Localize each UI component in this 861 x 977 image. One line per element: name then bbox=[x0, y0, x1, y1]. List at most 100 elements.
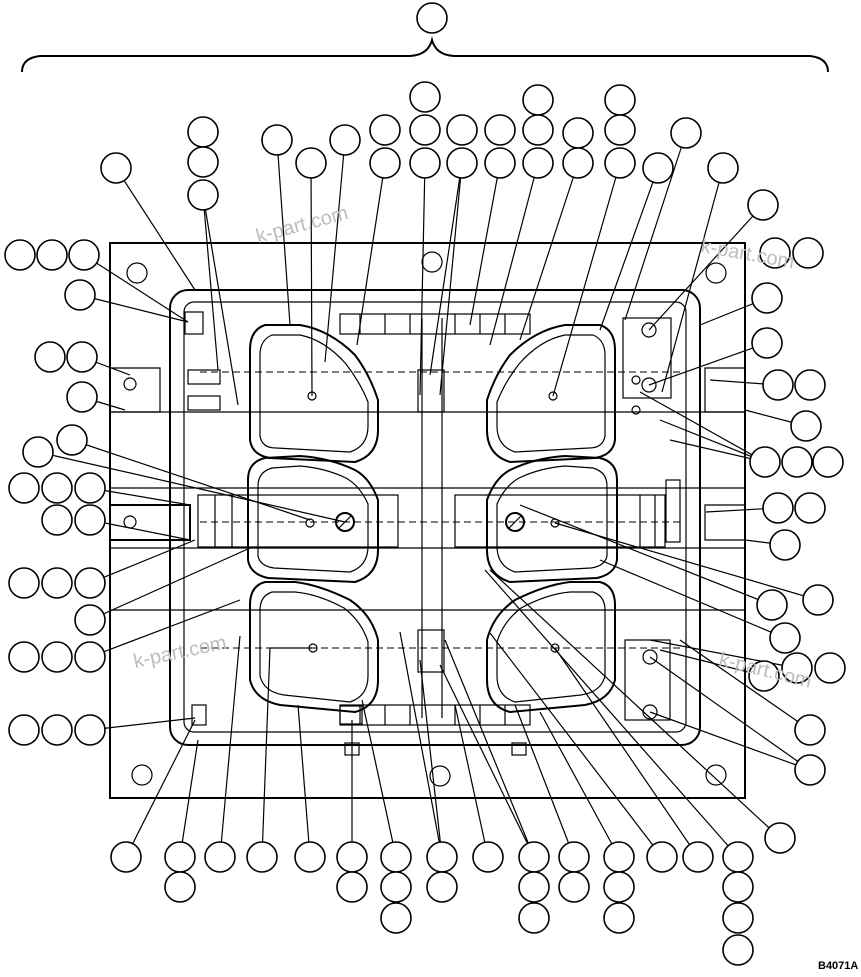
plate-hole-tc bbox=[421, 251, 443, 273]
callout-balloon bbox=[295, 147, 327, 179]
leader-line bbox=[669, 439, 766, 463]
leader-line bbox=[89, 717, 196, 731]
callout-balloon bbox=[749, 446, 781, 478]
callout-balloon bbox=[36, 239, 68, 271]
leader-line bbox=[599, 559, 786, 639]
center-connector-lower bbox=[417, 629, 445, 673]
leader-line bbox=[514, 704, 575, 858]
callout-balloon bbox=[790, 410, 822, 442]
callout-balloon bbox=[518, 841, 550, 873]
leader-line bbox=[648, 204, 764, 331]
callout-balloon bbox=[8, 641, 40, 673]
leader-line bbox=[429, 162, 463, 376]
callout-balloon bbox=[751, 327, 783, 359]
leader-line bbox=[439, 162, 463, 396]
plate-hole-br bbox=[705, 764, 727, 786]
plate-hole-bl bbox=[131, 764, 153, 786]
leader-line bbox=[89, 547, 251, 621]
leader-line bbox=[179, 739, 199, 858]
callout-balloon bbox=[369, 114, 401, 146]
callout-balloon bbox=[56, 424, 88, 456]
cell-left-top bbox=[249, 324, 379, 464]
callout-balloon bbox=[603, 841, 635, 873]
callout-balloon bbox=[603, 902, 635, 934]
callout-balloon bbox=[164, 871, 196, 903]
callout-balloon bbox=[642, 152, 674, 184]
callout-balloon bbox=[759, 237, 791, 269]
leader-line bbox=[83, 254, 189, 323]
callout-balloon bbox=[722, 841, 754, 873]
leader-line bbox=[469, 162, 501, 326]
callout-balloon bbox=[261, 124, 293, 156]
terminal-lug-left bbox=[110, 504, 191, 541]
callout-balloon bbox=[792, 237, 824, 269]
callout-balloon bbox=[64, 279, 96, 311]
callout-balloon bbox=[794, 714, 826, 746]
callout-balloon bbox=[762, 492, 794, 524]
callout-balloon bbox=[294, 841, 326, 873]
callout-balloon bbox=[751, 282, 783, 314]
callout-balloon bbox=[8, 567, 40, 599]
figure-code: B4071A bbox=[818, 960, 858, 972]
callout-balloon bbox=[74, 472, 106, 504]
bus-bar-left bbox=[197, 494, 399, 548]
callout-balloon bbox=[769, 529, 801, 561]
callout-balloon bbox=[604, 147, 636, 179]
leader-line bbox=[519, 504, 773, 606]
leader-line bbox=[624, 132, 687, 321]
watermark-3: k-part.com bbox=[131, 632, 228, 673]
leader-line bbox=[125, 719, 196, 858]
callout-balloon bbox=[41, 567, 73, 599]
callout-balloon bbox=[22, 436, 54, 468]
callout-balloon bbox=[426, 841, 458, 873]
callout-balloon bbox=[380, 871, 412, 903]
callout-balloon bbox=[764, 822, 796, 854]
bus-bar-right bbox=[454, 494, 666, 548]
leader-line bbox=[261, 647, 312, 858]
callout-balloon bbox=[522, 114, 554, 146]
cell-right-mid bbox=[486, 454, 618, 584]
housing-inner bbox=[183, 301, 687, 733]
relay-block-lower-right bbox=[624, 639, 671, 721]
callout-balloon bbox=[369, 147, 401, 179]
callout-balloon bbox=[682, 841, 714, 873]
callout-balloon bbox=[74, 641, 106, 673]
leader-line bbox=[361, 699, 397, 858]
leader-line bbox=[649, 711, 811, 771]
callout-balloon bbox=[74, 504, 106, 536]
callout-balloon bbox=[722, 871, 754, 903]
leader-line bbox=[659, 419, 766, 463]
callout-balloon bbox=[769, 622, 801, 654]
leader-line bbox=[37, 451, 346, 523]
leader-line bbox=[202, 194, 219, 371]
leader-line bbox=[297, 704, 311, 858]
callout-balloon bbox=[522, 147, 554, 179]
callout-balloon bbox=[794, 492, 826, 524]
top-fin-strip bbox=[339, 313, 531, 335]
leader-line bbox=[79, 294, 189, 323]
callout-balloon bbox=[562, 147, 594, 179]
callout-balloon bbox=[187, 116, 219, 148]
cell-left-mid bbox=[247, 454, 379, 584]
callout-balloon bbox=[416, 2, 448, 34]
leader-line bbox=[659, 649, 765, 677]
callout-balloon bbox=[8, 472, 40, 504]
callout-balloon bbox=[670, 117, 702, 149]
leader-line bbox=[419, 162, 426, 396]
callout-balloon bbox=[41, 504, 73, 536]
callout-balloon bbox=[41, 714, 73, 746]
screw-right bbox=[505, 512, 525, 532]
leader-line bbox=[519, 162, 579, 341]
callout-balloon bbox=[603, 871, 635, 903]
callout-balloon bbox=[446, 114, 478, 146]
callout-balloon bbox=[747, 189, 779, 221]
callout-balloon bbox=[722, 902, 754, 934]
leader-line bbox=[489, 632, 663, 858]
callout-balloon bbox=[604, 114, 636, 146]
leader-line bbox=[454, 704, 489, 858]
callout-balloon bbox=[187, 146, 219, 178]
callout-balloon bbox=[336, 841, 368, 873]
clip-lower-left bbox=[191, 704, 207, 726]
callout-balloon bbox=[409, 81, 441, 113]
